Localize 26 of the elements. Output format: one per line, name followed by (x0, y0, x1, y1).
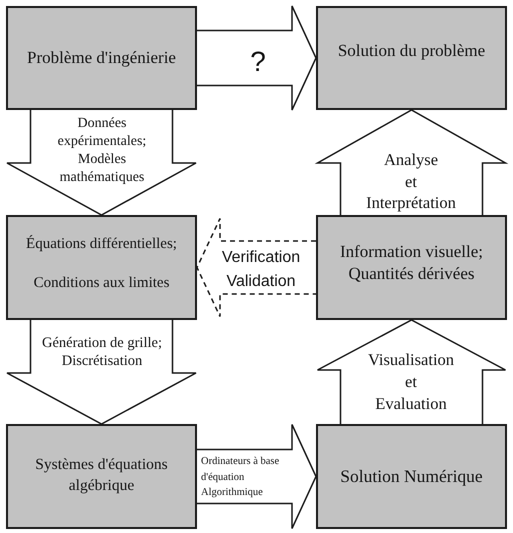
edge-label: ? (249, 45, 267, 78)
box-label: Information visuelle; Quantités dérivées (338, 241, 484, 284)
box-label: Systèmes d'équations algébrique (34, 455, 169, 496)
edge-label: Génération de grille; Discrétisation (41, 334, 163, 370)
edge-label: Données expérimentales; Modèles mathématiques (56, 115, 148, 187)
box-label: Solution Numérique (340, 466, 483, 487)
edge-label: Ordinateurs à base d'équation Algorithmique (201, 455, 280, 500)
edge-label: Analyse et Interprétation (365, 149, 457, 214)
process-box (316, 6, 507, 110)
box-label: Équations différentielles; Conditions aux limites (25, 234, 178, 292)
edge-label: Visualisation et Evaluation (366, 349, 456, 415)
block-arrow (196, 424, 317, 530)
process-box (6, 424, 197, 529)
block-arrow (314, 109, 508, 216)
block-arrow (196, 5, 317, 111)
process-box (6, 215, 197, 320)
box-label: Solution du problème (338, 40, 486, 62)
block-arrow (196, 218, 317, 318)
block-arrow (6, 319, 197, 425)
process-box (6, 6, 197, 110)
block-arrow (6, 109, 197, 216)
edge-label: Verification Validation (220, 248, 302, 292)
block-arrow (316, 319, 506, 425)
process-box (316, 215, 507, 320)
box-label: Problème d'ingénierie (27, 48, 176, 68)
process-box (316, 424, 507, 529)
